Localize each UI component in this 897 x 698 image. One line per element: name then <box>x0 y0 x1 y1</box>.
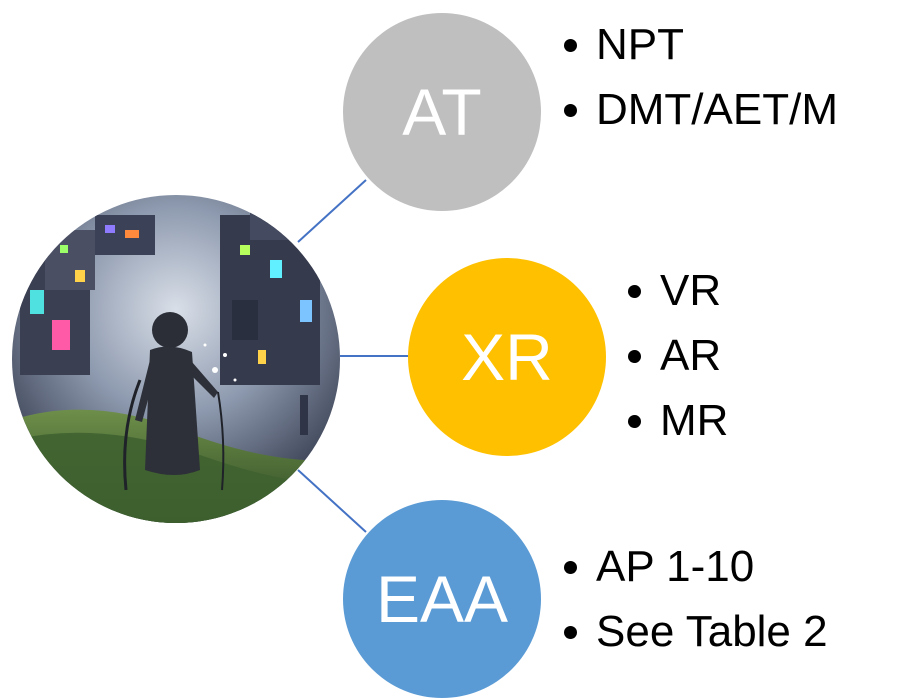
list-item: NPT <box>560 12 838 77</box>
list-item: VR <box>624 258 728 323</box>
node-xr-circle <box>408 258 606 456</box>
list-item: AR <box>624 323 728 388</box>
list-item: AP 1-10 <box>560 534 828 599</box>
connector-at <box>297 179 367 243</box>
astronaut-figure <box>123 312 225 491</box>
at-bullet-list: NPT DMT/AET/M <box>560 12 838 142</box>
node-eaa-label: EAA <box>375 562 509 636</box>
connector-eaa <box>297 469 367 533</box>
list-item: MR <box>624 388 728 453</box>
hub-illustration <box>12 195 340 523</box>
list-item: DMT/AET/M <box>560 77 838 142</box>
list-item: See Table 2 <box>560 599 828 664</box>
node-at-circle <box>343 13 541 211</box>
node-at-label: AT <box>402 75 482 149</box>
xr-bullet-list: VR AR MR <box>624 258 728 453</box>
node-eaa-circle <box>343 500 541 698</box>
eaa-bullet-list: AP 1-10 See Table 2 <box>560 534 828 664</box>
node-xr-label: XR <box>461 320 553 394</box>
